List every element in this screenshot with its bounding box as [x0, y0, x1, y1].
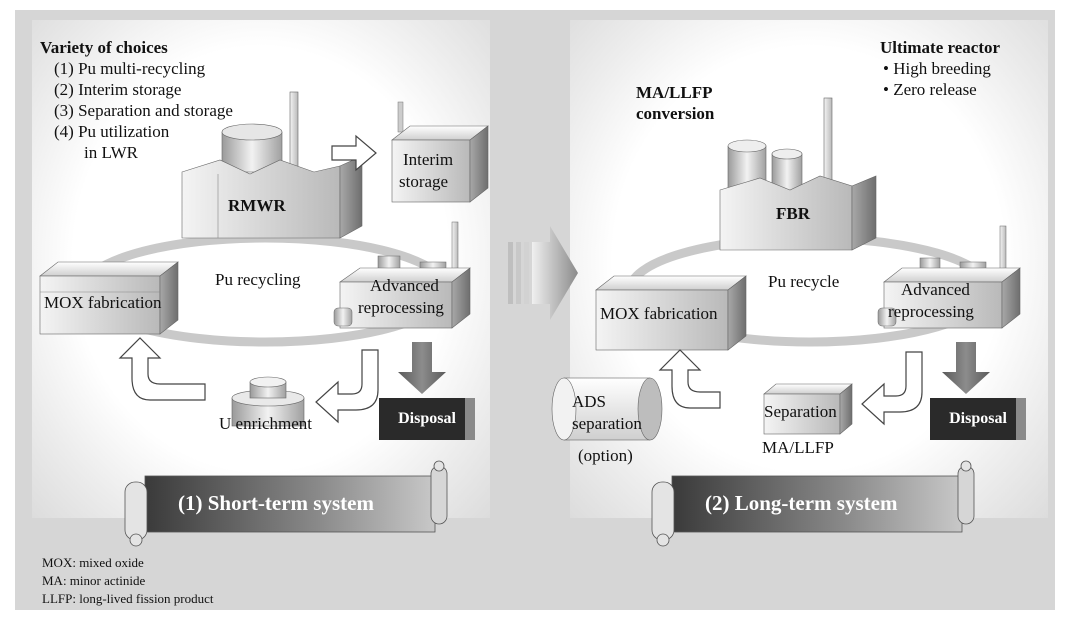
interim-label-2: storage — [399, 172, 449, 191]
legend-mox: MOX: mixed oxide — [42, 555, 144, 570]
choice-2: (2) Interim storage — [54, 80, 182, 99]
malfp-label: MA/LLFP — [762, 438, 834, 457]
enrichment-label: U enrichment — [219, 414, 312, 433]
ads-label-1: ADS — [572, 392, 607, 411]
separation-box-icon — [763, 383, 853, 435]
bullet-1: • High breeding — [883, 59, 991, 78]
fbr-label: FBR — [776, 204, 810, 223]
ads-separation-icon — [551, 377, 663, 441]
transition-arrow-icon — [508, 226, 578, 320]
u-enrichment-icon — [231, 376, 305, 427]
conversion-1: MA/LLFP — [636, 83, 713, 102]
to-separation-arrow-icon — [861, 351, 923, 426]
disposal-right: Disposal — [930, 398, 1026, 440]
reprocessing-left-icon — [333, 221, 471, 329]
reprocessing-right-2: reprocessing — [888, 302, 974, 321]
choice-1: (1) Pu multi-recycling — [54, 59, 206, 78]
mox-label-right: MOX fabrication — [600, 304, 718, 323]
cycle-label-right: Pu recycle — [768, 272, 840, 291]
down-arrow-right-icon — [942, 342, 990, 394]
legend-ma: MA: minor actinide — [42, 573, 146, 588]
choice-4-cont: in LWR — [84, 143, 138, 162]
fbr-building-icon — [719, 97, 877, 251]
to-enrichment-arrow-icon — [315, 349, 379, 424]
down-arrow-left-icon — [398, 342, 446, 394]
ultimate-heading: Ultimate reactor — [880, 38, 1001, 57]
legend-llfp: LLFP: long-lived fission product — [42, 591, 214, 606]
banner-right-text: (2) Long-term system — [705, 491, 898, 515]
reprocessing-right-icon — [877, 225, 1021, 329]
arrow-to-interim-icon — [331, 134, 377, 172]
cycle-label-left: Pu recycling — [215, 270, 301, 289]
mox-fabrication-left-icon — [39, 261, 179, 335]
choice-4: (4) Pu utilization — [54, 122, 170, 141]
rmwr-building-icon — [181, 91, 363, 239]
conversion-2: conversion — [636, 104, 715, 123]
separation-label: Separation — [764, 402, 837, 421]
choices-heading: Variety of choices — [40, 38, 168, 57]
banner-left-icon — [124, 460, 448, 547]
banner-right-icon — [651, 460, 975, 547]
reprocessing-left-1: Advanced — [370, 276, 439, 295]
disposal-left: Disposal — [379, 398, 475, 440]
rmwr-label: RMWR — [228, 196, 286, 215]
ads-label-2: separation — [572, 414, 642, 433]
banner-left-text: (1) Short-term system — [178, 491, 374, 515]
mox-label-left: MOX fabrication — [44, 293, 162, 312]
mox-fabrication-right-icon — [595, 275, 747, 351]
return-arrow-right-icon — [658, 349, 721, 409]
interim-storage-icon — [391, 101, 489, 203]
interim-label-1: Interim — [403, 150, 454, 169]
reprocessing-right-1: Advanced — [901, 280, 970, 299]
ads-option: (option) — [578, 446, 633, 465]
choice-3: (3) Separation and storage — [54, 101, 233, 120]
reprocessing-left-2: reprocessing — [358, 298, 444, 317]
return-arrow-left-icon — [118, 337, 206, 401]
bullet-2: • Zero release — [883, 80, 977, 99]
